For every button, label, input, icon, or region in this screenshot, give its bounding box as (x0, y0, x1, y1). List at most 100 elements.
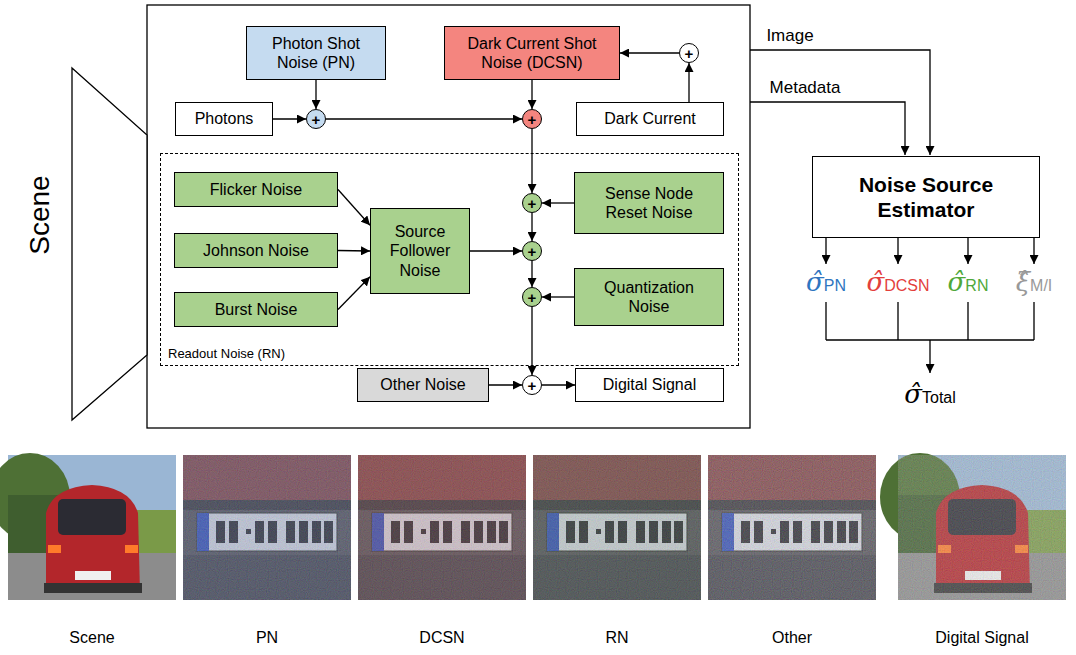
group-label: Readout Noise (RN) (168, 346, 285, 362)
signal-arrow (338, 250, 370, 252)
box-label: Sense Node Reset Noise (589, 184, 709, 222)
tint (533, 455, 701, 600)
estimate-symbol: σ̂RN (948, 267, 989, 297)
panel-caption: Digital Signal (935, 629, 1028, 647)
signal-arrow (315, 80, 316, 109)
scene-panel (0, 453, 176, 600)
output-arrow (825, 238, 826, 264)
noise (708, 455, 876, 600)
box-label: Photon Shot Noise (PN) (253, 34, 379, 72)
signal-arrow (542, 202, 574, 203)
box-label: Other Noise (364, 375, 482, 394)
signal-arrow (338, 277, 370, 310)
panel-caption: Other (772, 629, 812, 647)
sum-sign: + (523, 244, 541, 259)
sum-sign: + (523, 378, 541, 393)
output-arrow (967, 238, 968, 264)
tint (358, 455, 526, 600)
signal-arrow (688, 63, 689, 102)
signal-box: Photons (175, 102, 273, 136)
noise-box: Quantization Noise (574, 268, 724, 326)
tint (183, 455, 351, 600)
box-label: Digital Signal (582, 375, 717, 394)
noise-box: Source Follower Noise (370, 208, 470, 294)
sum-circle: + (306, 109, 326, 129)
sum-circle: + (522, 193, 542, 213)
flow-label: Metadata (770, 78, 841, 98)
signal-arrow (620, 52, 679, 53)
box-label: Burst Noise (181, 300, 331, 319)
digital-panel (880, 453, 1066, 600)
box-label: Noise Source Estimator (843, 172, 1009, 222)
rn-panel (533, 455, 701, 600)
signal-arrow (531, 307, 532, 375)
noise-box: Flicker Noise (174, 172, 338, 207)
box-label: Dark Current (583, 109, 717, 128)
noise-box: Dark Current Shot Noise (DCSN) (444, 26, 620, 80)
box-label: Source Follower Noise (377, 222, 463, 280)
scene-title: Scene (24, 175, 56, 254)
noise-box: Photon Shot Noise (PN) (246, 26, 386, 80)
sum-circle: + (522, 109, 542, 129)
sum-bracket (826, 302, 1034, 340)
estimator-box: Noise Source Estimator (812, 156, 1040, 238)
box-label: Johnson Noise (181, 241, 331, 260)
sum-circle: + (522, 287, 542, 307)
sum-sign: + (307, 112, 325, 127)
noise-box: Sense Node Reset Noise (574, 172, 724, 234)
box-label: Photons (182, 109, 266, 128)
plate-crop (358, 455, 526, 600)
flow-label: Image (766, 26, 813, 46)
sum-sign: + (523, 112, 541, 127)
total-arrow (929, 340, 930, 373)
box-label: Dark Current Shot Noise (DCSN) (451, 34, 613, 72)
signal-box: Digital Signal (575, 368, 724, 402)
sum-circle: + (522, 375, 542, 395)
signal-arrow (531, 261, 532, 287)
signal-arrow (531, 80, 532, 109)
panel-caption: PN (256, 629, 278, 647)
signal-arrow (531, 129, 532, 193)
pn-panel (183, 455, 351, 600)
noise (358, 455, 526, 600)
noise (183, 455, 351, 600)
box-label: Quantization Noise (589, 278, 709, 316)
signal-arrow (542, 296, 574, 297)
signal-arrow (338, 190, 370, 226)
noise-box: Other Noise (357, 368, 489, 402)
plate-crop (708, 455, 876, 600)
box-label: Flicker Noise (181, 180, 331, 199)
signal-arrow (542, 384, 575, 385)
sum-circle: + (522, 241, 542, 261)
lens (72, 68, 147, 420)
sum-sign: + (680, 46, 698, 61)
metadata-arrow (750, 102, 905, 155)
plate-crop (533, 455, 701, 600)
panel-caption: DCSN (419, 629, 464, 647)
noise (898, 455, 1066, 600)
readout-group: Readout Noise (RN) Flicker Noise Sense Nod… (160, 153, 739, 366)
signal-arrow (531, 213, 532, 241)
car-picture (0, 453, 176, 600)
car-picture (880, 453, 1066, 600)
signal-box: Dark Current (576, 102, 724, 136)
noise-box: Johnson Noise (174, 233, 338, 268)
noise (533, 455, 701, 600)
estimate-symbol: ξ̂M/I (1016, 267, 1053, 297)
sensor-box (147, 5, 750, 428)
noise-box: Burst Noise (174, 292, 338, 327)
signal-arrow (489, 384, 522, 385)
output-arrow (1033, 238, 1034, 264)
output-arrow (897, 238, 898, 264)
dcsn-panel (358, 455, 526, 600)
signal-arrow (470, 250, 522, 251)
estimate-symbol: σ̂PN (806, 267, 846, 297)
sum-sign: + (523, 196, 541, 211)
total-symbol: σ̂Total (904, 379, 956, 409)
other-panel (708, 455, 876, 600)
sum-sign: + (523, 290, 541, 305)
